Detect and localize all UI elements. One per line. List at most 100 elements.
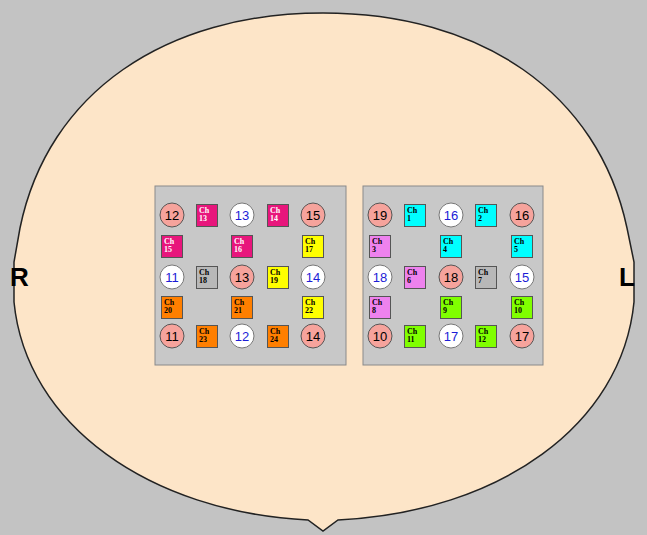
optode-circle: 17 [438, 323, 464, 349]
channel-box: Ch 2 [475, 204, 497, 227]
optode-number: 12 [165, 209, 179, 222]
channel-label: Ch 7 [478, 269, 488, 286]
optode-outline [230, 324, 254, 348]
channel-box: Ch 3 [369, 235, 391, 258]
channel-label: Ch 14 [270, 207, 280, 224]
channel-label: Ch 17 [305, 238, 315, 255]
optode-outline [510, 265, 534, 289]
channel-label: Ch 24 [270, 328, 280, 345]
channel-label: Ch 19 [270, 269, 280, 286]
optode-circle: 14 [300, 323, 326, 349]
optode-number: 10 [373, 330, 387, 343]
optode-outline [230, 265, 254, 289]
channel-box: Ch 9 [440, 296, 462, 319]
channel-box: Ch 15 [161, 235, 183, 258]
channel-label: Ch 23 [199, 328, 209, 345]
optode-outline [368, 324, 392, 348]
channel-box: Ch 4 [440, 235, 462, 258]
channel-box: Ch 19 [267, 266, 289, 289]
channel-box: Ch 16 [231, 235, 253, 258]
channel-label: Ch 22 [305, 299, 315, 316]
channel-label: Ch 13 [199, 207, 209, 224]
optode-outline [301, 203, 325, 227]
optode-circle: 13 [229, 264, 255, 290]
optode-number: 19 [373, 209, 387, 222]
channel-box: Ch 8 [369, 296, 391, 319]
optode-circle: 15 [509, 264, 535, 290]
channel-box: Ch 10 [511, 296, 533, 319]
channel-box: Ch 18 [196, 266, 218, 289]
channel-box: Ch 1 [404, 204, 426, 227]
channel-label: Ch 3 [372, 238, 382, 255]
optode-number: 12 [235, 330, 249, 343]
optode-circle: 15 [300, 202, 326, 228]
channel-label: Ch 2 [478, 207, 488, 224]
channel-box: Ch 24 [267, 325, 289, 348]
channel-box: Ch 5 [511, 235, 533, 258]
optode-number: 14 [306, 271, 320, 284]
optode-circle: 12 [229, 323, 255, 349]
optode-circle: 14 [300, 264, 326, 290]
optode-number: 15 [306, 209, 320, 222]
optode-outline [160, 203, 184, 227]
optode-number: 16 [515, 209, 529, 222]
optode-number: 18 [444, 271, 458, 284]
side-label: L [619, 264, 635, 290]
channel-box: Ch 17 [302, 235, 324, 258]
channel-box: Ch 23 [196, 325, 218, 348]
optode-outline [439, 265, 463, 289]
probe-panel [155, 186, 346, 365]
channel-label: Ch 16 [234, 238, 244, 255]
optode-outline [160, 324, 184, 348]
channel-box: Ch 22 [302, 296, 324, 319]
optode-outline [160, 265, 184, 289]
probe-panel [363, 186, 543, 365]
channel-label: Ch 10 [514, 299, 524, 316]
channel-label: Ch 21 [234, 299, 244, 316]
optode-circle: 18 [367, 264, 393, 290]
optode-outline [368, 265, 392, 289]
optode-circle: 18 [438, 264, 464, 290]
optode-circle: 16 [438, 202, 464, 228]
optode-number: 11 [165, 271, 179, 284]
optode-circle: 11 [159, 264, 185, 290]
optode-circle: 12 [159, 202, 185, 228]
optode-number: 13 [235, 209, 249, 222]
optode-number: 13 [235, 271, 249, 284]
channel-box: Ch 12 [475, 325, 497, 348]
channel-label: Ch 12 [478, 328, 488, 345]
optode-outline [368, 203, 392, 227]
channel-box: Ch 13 [196, 204, 218, 227]
channel-box: Ch 21 [231, 296, 253, 319]
channel-box: Ch 20 [161, 296, 183, 319]
optode-number: 18 [373, 271, 387, 284]
optode-number: 17 [515, 330, 529, 343]
optode-circle: 13 [229, 202, 255, 228]
channel-label: Ch 9 [443, 299, 453, 316]
optode-outline [230, 203, 254, 227]
channel-label: Ch 20 [164, 299, 174, 316]
channel-label: Ch 1 [407, 207, 417, 224]
channel-box: Ch 7 [475, 266, 497, 289]
channel-label: Ch 18 [199, 269, 209, 286]
optode-outline [510, 203, 534, 227]
channel-label: Ch 11 [407, 328, 417, 345]
optode-number: 16 [444, 209, 458, 222]
channel-label: Ch 5 [514, 238, 524, 255]
channel-label: Ch 4 [443, 238, 453, 255]
optode-outline [510, 324, 534, 348]
channel-box: Ch 11 [404, 325, 426, 348]
optode-number: 11 [165, 330, 179, 343]
optode-outline [439, 324, 463, 348]
optode-circle: 16 [509, 202, 535, 228]
optode-number: 17 [444, 330, 458, 343]
head-outline [14, 13, 634, 531]
channel-label: Ch 15 [164, 238, 174, 255]
optode-number: 15 [515, 271, 529, 284]
channel-box: Ch 6 [404, 266, 426, 289]
optode-outline [301, 265, 325, 289]
channel-label: Ch 8 [372, 299, 382, 316]
